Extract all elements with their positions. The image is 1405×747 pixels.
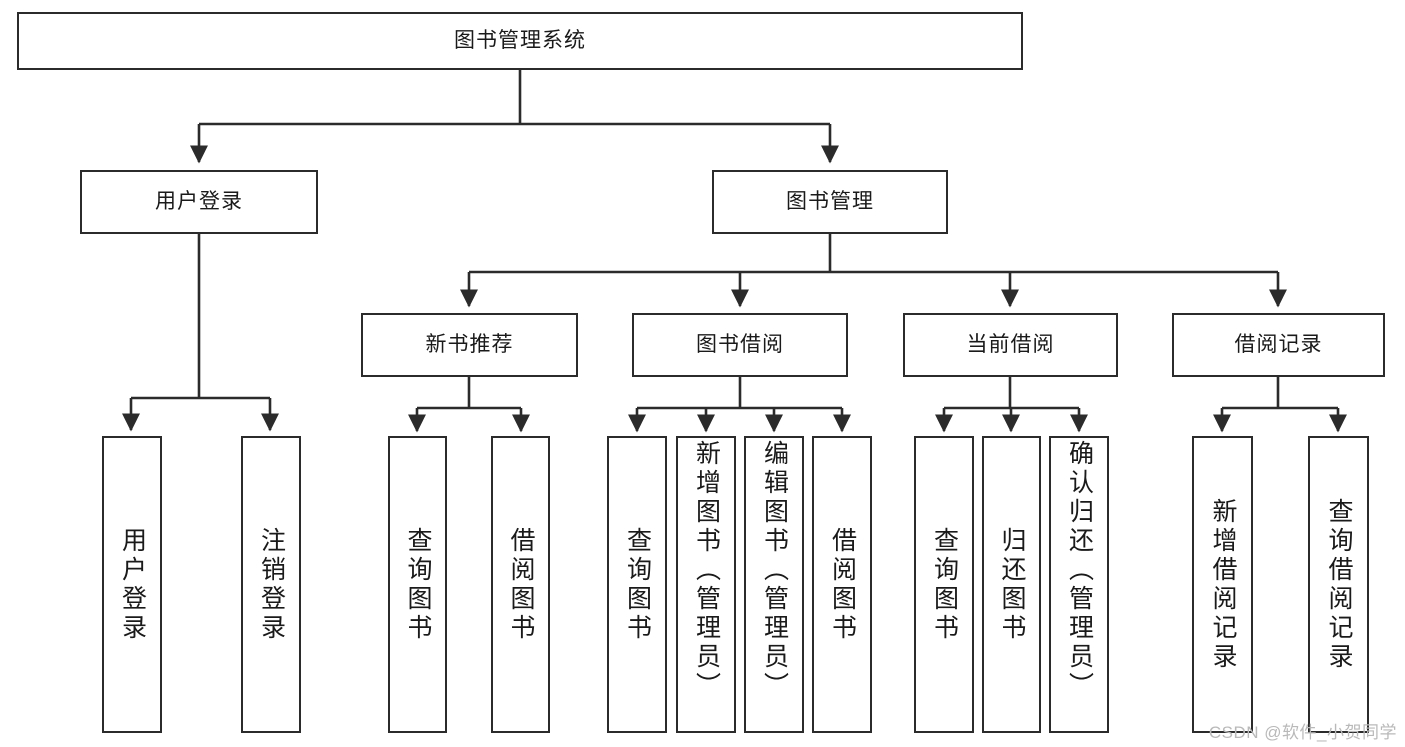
- node-leaf-edit-book[interactable]: 编辑图书（管理员）: [744, 436, 804, 733]
- node-label: 借阅图书: [507, 526, 535, 643]
- node-label: 查询图书: [623, 526, 652, 643]
- node-leaf-add-record[interactable]: 新增借阅记录: [1192, 436, 1253, 733]
- node-leaf-query-book-2[interactable]: 查询图书: [607, 436, 667, 733]
- node-user-login[interactable]: 用户登录: [80, 170, 318, 234]
- node-book-management[interactable]: 图书管理: [712, 170, 948, 234]
- node-label: 查询图书: [930, 526, 959, 643]
- node-label: 借阅记录: [1234, 332, 1323, 356]
- node-root-system[interactable]: 图书管理系统: [17, 12, 1023, 70]
- node-label: 用户登录: [155, 189, 243, 213]
- node-leaf-query-book-3[interactable]: 查询图书: [914, 436, 974, 733]
- node-label: 编辑图书（管理员）: [760, 440, 789, 701]
- node-label: 新增图书（管理员）: [692, 440, 721, 701]
- node-leaf-user-login[interactable]: 用户登录: [102, 436, 162, 733]
- node-label: 图书借阅: [696, 332, 784, 356]
- node-leaf-add-book[interactable]: 新增图书（管理员）: [676, 436, 736, 733]
- node-leaf-borrow-book-2[interactable]: 借阅图书: [812, 436, 872, 733]
- node-leaf-return-book[interactable]: 归还图书: [982, 436, 1041, 733]
- node-leaf-query-record[interactable]: 查询借阅记录: [1308, 436, 1369, 733]
- node-label: 用户登录: [118, 526, 147, 643]
- node-leaf-borrow-book-1[interactable]: 借阅图书: [491, 436, 550, 733]
- node-new-book-recommend[interactable]: 新书推荐: [361, 313, 578, 377]
- node-label: 当前借阅: [966, 332, 1055, 356]
- node-leaf-query-book-1[interactable]: 查询图书: [388, 436, 447, 733]
- node-label: 图书管理系统: [454, 28, 586, 52]
- node-label: 归还图书: [998, 526, 1026, 643]
- node-label: 查询图书: [404, 526, 432, 643]
- node-book-borrow[interactable]: 图书借阅: [632, 313, 848, 377]
- node-label: 查询借阅记录: [1325, 497, 1353, 672]
- node-label: 图书管理: [786, 189, 874, 213]
- node-leaf-confirm-return[interactable]: 确认归还（管理员）: [1049, 436, 1109, 733]
- node-leaf-logout-login[interactable]: 注销登录: [241, 436, 301, 733]
- node-current-borrow[interactable]: 当前借阅: [903, 313, 1118, 377]
- node-label: 新增借阅记录: [1209, 497, 1237, 672]
- node-borrow-record[interactable]: 借阅记录: [1172, 313, 1385, 377]
- node-label: 注销登录: [257, 526, 286, 643]
- node-label: 新书推荐: [425, 332, 514, 356]
- node-label: 确认归还（管理员）: [1065, 440, 1094, 701]
- csdn-watermark: CSDN @软件_小贺同学: [1208, 723, 1397, 742]
- node-label: 借阅图书: [828, 526, 857, 643]
